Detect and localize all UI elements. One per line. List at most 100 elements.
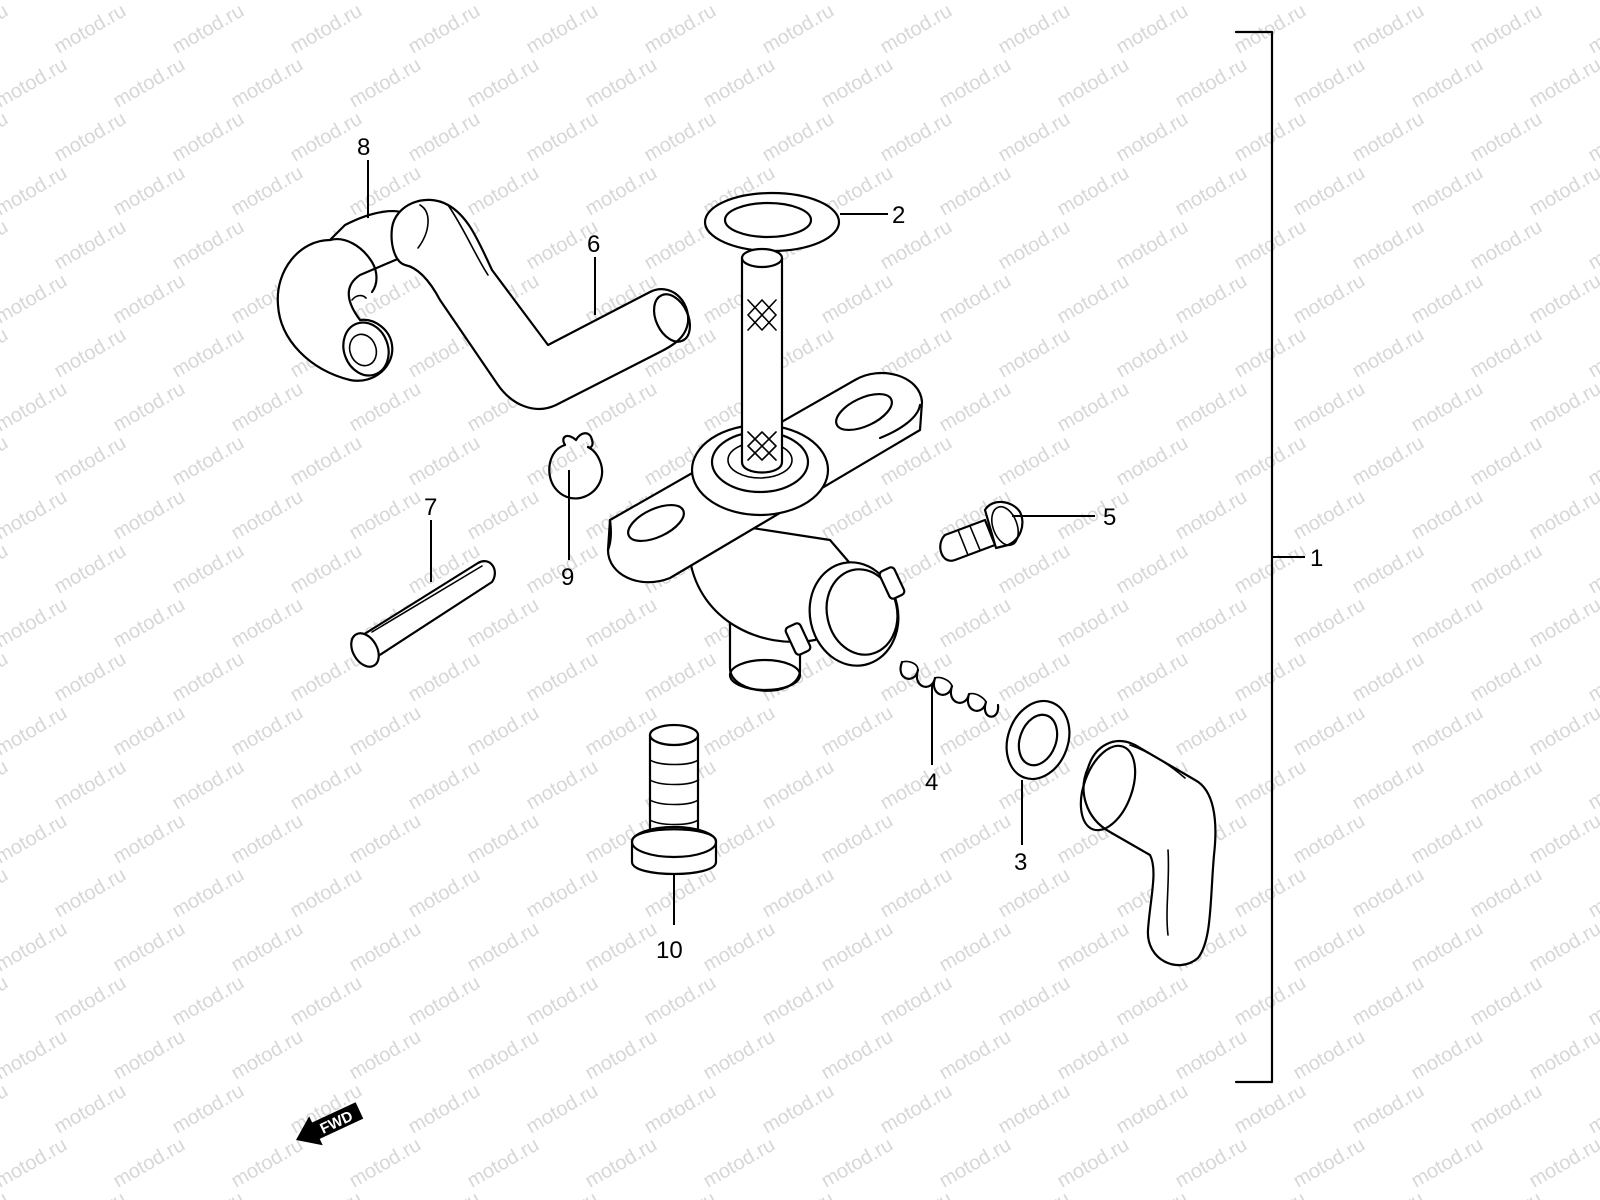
- watermark-text: motod.ru: [700, 54, 779, 113]
- watermark-text: motod.ru: [523, 1080, 602, 1139]
- watermark-text: motod.ru: [110, 1134, 189, 1193]
- watermark-text: motod.ru: [641, 1188, 720, 1200]
- watermark-text: motod.ru: [110, 486, 189, 545]
- callout-2: 2: [892, 202, 905, 229]
- watermark-text: motod.ru: [0, 1026, 71, 1085]
- watermark-text: motod.ru: [1290, 0, 1369, 4]
- watermark-text: motod.ru: [582, 0, 661, 4]
- watermark-text: motod.ru: [0, 972, 12, 1031]
- watermark-text: motod.ru: [1290, 270, 1369, 329]
- part-7-pin[interactable]: [346, 560, 496, 671]
- watermark-text: motod.ru: [346, 918, 425, 977]
- part-6-hose[interactable]: [390, 198, 698, 410]
- part-10-bolt[interactable]: [630, 723, 718, 876]
- watermark-text: motod.ru: [0, 756, 12, 815]
- part-1-fuel-cock-body[interactable]: [606, 371, 924, 692]
- watermark-text: motod.ru: [0, 216, 12, 275]
- watermark-text: motod.ru: [0, 648, 12, 707]
- watermark-text: motod.ru: [51, 1188, 130, 1200]
- watermark-text: motod.ru: [1290, 810, 1369, 869]
- watermark-text: motod.ru: [1408, 378, 1487, 437]
- watermark-text: motod.ru: [1467, 108, 1546, 167]
- watermark-text: motod.ru: [1172, 270, 1251, 329]
- watermark-text: motod.ru: [1054, 0, 1133, 4]
- watermark-text: motod.ru: [169, 1188, 248, 1200]
- callout-5: 5: [1103, 504, 1116, 531]
- watermark-text: motod.ru: [1467, 864, 1546, 923]
- watermark-text: motod.ru: [110, 810, 189, 869]
- part-9-clip[interactable]: [548, 432, 604, 500]
- watermark-text: motod.ru: [818, 810, 897, 869]
- watermark-text: motod.ru: [818, 270, 897, 329]
- watermark-text: motod.ru: [1172, 162, 1251, 221]
- watermark-text: motod.ru: [995, 648, 1074, 707]
- watermark-text: motod.ru: [1585, 540, 1600, 599]
- watermark-text: motod.ru: [1349, 756, 1428, 815]
- watermark-text: motod.ru: [169, 648, 248, 707]
- part-2-gasket[interactable]: [703, 191, 841, 253]
- watermark-text: motod.ru: [0, 432, 12, 491]
- watermark-text: motod.ru: [1113, 432, 1192, 491]
- watermark-text: motod.ru: [1408, 270, 1487, 329]
- watermark-text: motod.ru: [936, 594, 1015, 653]
- watermark-text: motod.ru: [582, 918, 661, 977]
- watermark-text: motod.ru: [0, 108, 12, 167]
- watermark-text: motod.ru: [1290, 918, 1369, 977]
- watermark-text: motod.ru: [818, 702, 897, 761]
- watermark-text: motod.ru: [1585, 648, 1600, 707]
- part-5-screw[interactable]: [939, 500, 1024, 562]
- part-1-lever[interactable]: [1070, 738, 1217, 967]
- watermark-text: motod.ru: [1231, 972, 1310, 1031]
- watermark-text: motod.ru: [523, 1188, 602, 1200]
- watermark-text: motod.ru: [1231, 864, 1310, 923]
- watermark-text: motod.ru: [1172, 486, 1251, 545]
- watermark-text: motod.ru: [0, 540, 12, 599]
- watermark-text: motod.ru: [1585, 756, 1600, 815]
- watermark-text: motod.ru: [1054, 162, 1133, 221]
- watermark-text: motod.ru: [1113, 972, 1192, 1031]
- watermark-text: motod.ru: [877, 972, 956, 1031]
- watermark-text: motod.ru: [1526, 702, 1600, 761]
- watermark-text: motod.ru: [287, 0, 366, 58]
- watermark-text: motod.ru: [1290, 162, 1369, 221]
- watermark-text: motod.ru: [228, 918, 307, 977]
- watermark-text: motod.ru: [523, 0, 602, 58]
- watermark-text: motod.ru: [110, 162, 189, 221]
- watermark-text: motod.ru: [346, 378, 425, 437]
- part-1-filter-screen[interactable]: [740, 247, 784, 474]
- watermark-text: motod.ru: [1054, 594, 1133, 653]
- watermark-text: motod.ru: [1349, 1188, 1428, 1200]
- watermark-text: motod.ru: [0, 378, 71, 437]
- watermark-text: motod.ru: [700, 0, 779, 4]
- watermark-text: motod.ru: [51, 972, 130, 1031]
- watermark-text: motod.ru: [995, 972, 1074, 1031]
- watermark-text: motod.ru: [110, 270, 189, 329]
- watermark-text: motod.ru: [523, 432, 602, 491]
- watermark-text: motod.ru: [0, 324, 12, 383]
- watermark-text: motod.ru: [346, 54, 425, 113]
- watermark-text: motod.ru: [877, 1188, 956, 1200]
- watermark-text: motod.ru: [0, 486, 71, 545]
- watermark-text: motod.ru: [1585, 1188, 1600, 1200]
- part-3-washer[interactable]: [996, 692, 1080, 788]
- watermark-text: motod.ru: [0, 1080, 12, 1139]
- watermark-text: motod.ru: [641, 108, 720, 167]
- watermark-text: motod.ru: [1113, 0, 1192, 58]
- watermark-text: motod.ru: [1290, 594, 1369, 653]
- watermark-text: motod.ru: [523, 756, 602, 815]
- watermark-text: motod.ru: [405, 432, 484, 491]
- watermark-text: motod.ru: [818, 1026, 897, 1085]
- watermark-text: motod.ru: [1467, 756, 1546, 815]
- watermark-text: motod.ru: [51, 216, 130, 275]
- watermark-text: motod.ru: [1172, 1026, 1251, 1085]
- watermark-text: motod.ru: [936, 378, 1015, 437]
- watermark-text: motod.ru: [169, 864, 248, 923]
- callout-10: 10: [656, 937, 683, 964]
- part-4-spring[interactable]: [899, 660, 1000, 718]
- watermark-text: motod.ru: [346, 1134, 425, 1193]
- watermark-text: motod.ru: [877, 0, 956, 58]
- watermark-text: motod.ru: [1054, 54, 1133, 113]
- watermark-text: motod.ru: [936, 918, 1015, 977]
- watermark-text: motod.ru: [818, 1134, 897, 1193]
- watermark-text: motod.ru: [0, 0, 12, 58]
